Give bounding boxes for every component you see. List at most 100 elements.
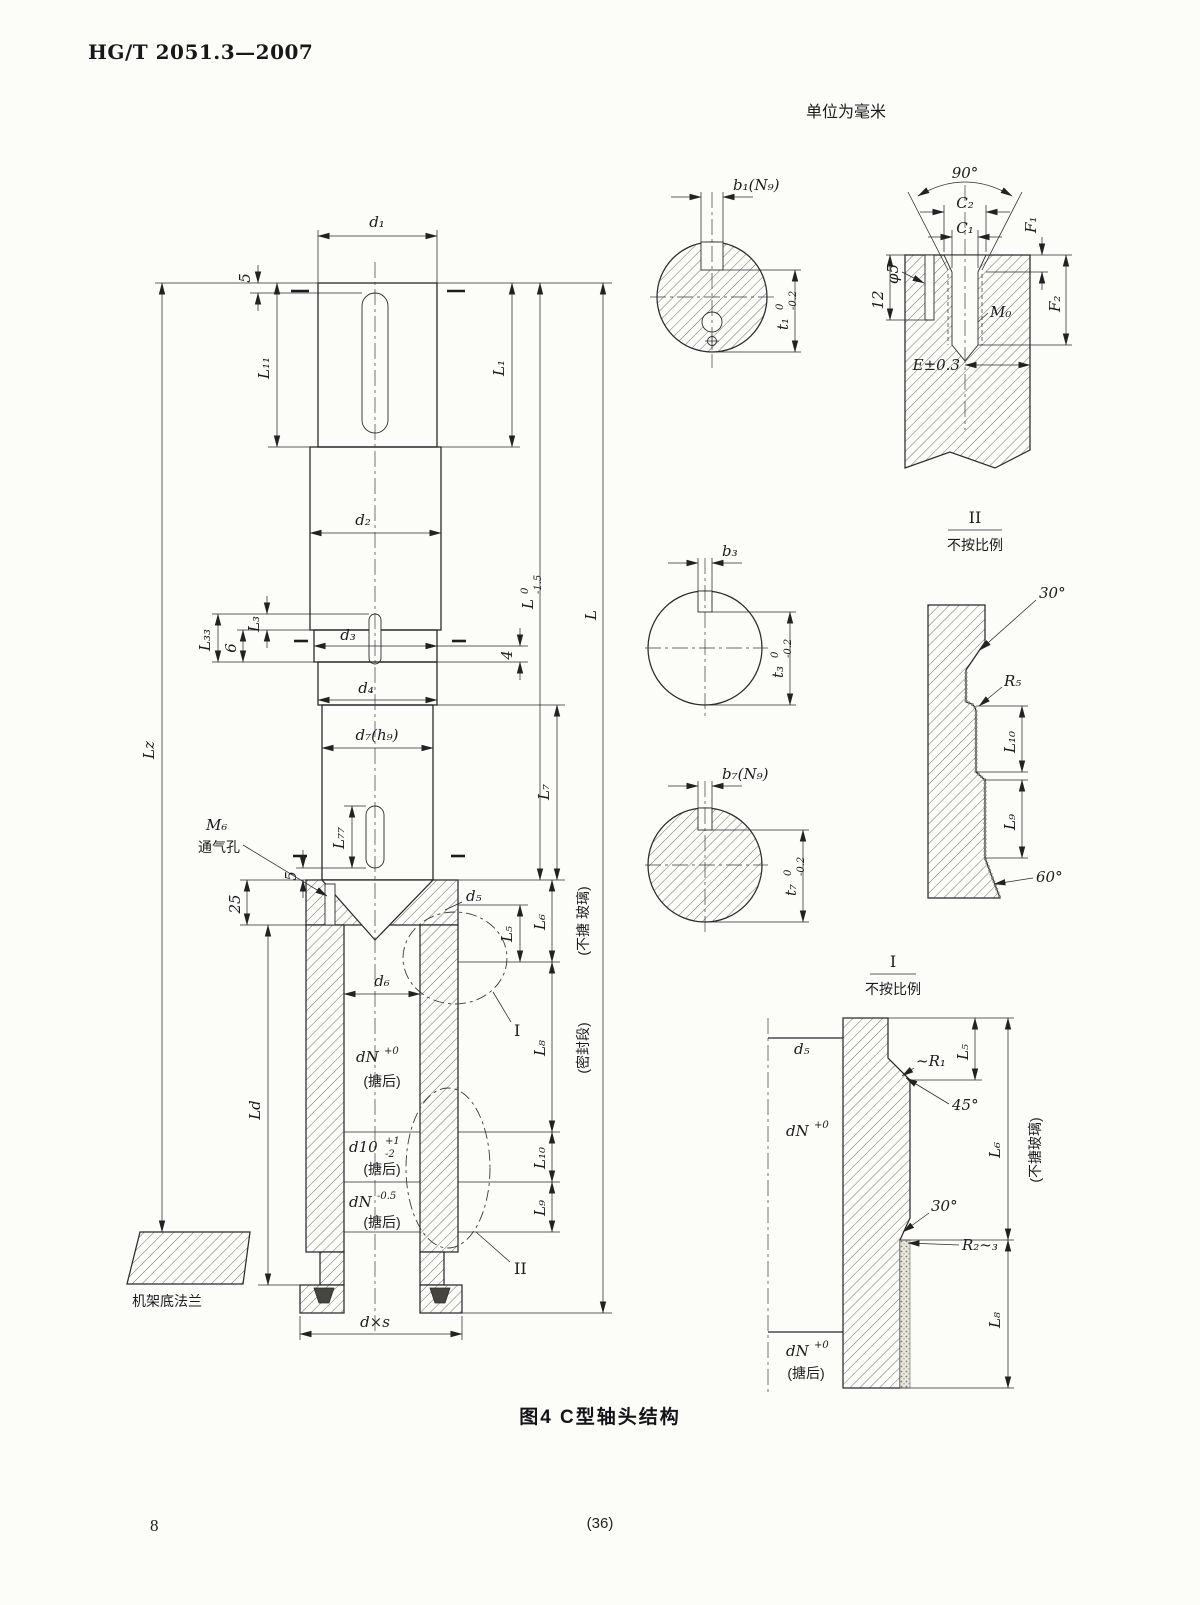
dim-L33: L₃₃ <box>196 613 222 663</box>
dim-dxs: d×s <box>299 1313 463 1338</box>
cross-section-2: b₃ t₃ 0 -0.2 <box>645 542 796 718</box>
detail-I-R1-label: ~R₁ <box>916 1052 946 1070</box>
dim-d3: d₃ <box>313 626 438 650</box>
dim-t1-sup: 0 <box>775 303 786 310</box>
detail-II-L10: L₁₀ <box>976 705 1028 773</box>
dim-L11: L₁₁ <box>255 282 281 448</box>
detail-I-note: 不按比例 <box>865 981 921 997</box>
dim-d1: d₁ <box>317 213 438 240</box>
dim-L5: L₅ <box>498 904 524 963</box>
detail-I-R23-label: R₂~₃ <box>961 1236 998 1254</box>
dim-L7-label: L₇ <box>535 784 553 801</box>
d10-sup: +1 <box>385 1136 400 1147</box>
bore-labels: dN +0 (搪后) d10 +1 -2 (搪后) dN -0.5 (搪后) <box>349 1046 401 1230</box>
dim-b3: b₃ <box>668 542 742 567</box>
dim-F1: F₁ <box>986 217 1072 290</box>
detail-II-L10-label: L₁₀ <box>1001 731 1019 754</box>
dim-L1-label: L₁ <box>490 360 508 377</box>
dim-d6: d₆ <box>343 972 421 998</box>
unit-note: 单位为毫米 <box>806 104 887 121</box>
clamp-groove-right <box>429 1287 451 1304</box>
dim-C2-label: C₂ <box>956 194 974 212</box>
dim-L0: L 0 -1.5 <box>519 282 544 881</box>
note-seal: (密封段) <box>575 1022 591 1073</box>
dim-L5-label: L₅ <box>498 926 516 943</box>
dim-b7: b₇(N₉) <box>668 765 769 790</box>
detail-II-R5-label: R₅ <box>1003 672 1021 690</box>
detail-I-L6-label: L₆ <box>986 1142 1004 1159</box>
dim-L6-label: L₆ <box>531 914 549 931</box>
dN-label: dN <box>356 1048 380 1066</box>
shaft-outline <box>291 282 466 881</box>
tanghou-3: (搪后) <box>363 1214 400 1230</box>
frame-flange-block <box>126 1231 251 1285</box>
vent-hole <box>324 883 336 926</box>
dim-90deg: 90° <box>917 164 1013 197</box>
cross-section-1: b₁(N₉) t₁ 0 -0.2 <box>650 176 801 368</box>
detail-I-L5-label: L₅ <box>954 1044 972 1061</box>
dim-L77-label: L₇₇ <box>330 827 348 850</box>
dim-L1: L₁ <box>490 282 516 448</box>
dim-d7: d₇(h₉) <box>321 726 434 752</box>
dim-Ld: Ld <box>246 924 272 1286</box>
detail-I-view: I 不按比例 d₅ ~R₁ 45° dN +0 30° <box>767 952 1043 1394</box>
dim-5-top-label: 5 <box>236 273 254 283</box>
dim-b1: b₁(N₉) <box>671 176 780 201</box>
detail-II-note: 不按比例 <box>947 537 1003 553</box>
dim-5-mid: 5 <box>282 850 307 898</box>
detail-circle-I <box>402 911 508 1005</box>
dim-t3-base: t₃ <box>769 666 787 678</box>
dim-C1-label: C₁ <box>956 219 974 237</box>
dim-6: 6 <box>222 629 247 663</box>
dim-Lz: Lz <box>140 282 166 1233</box>
dim-t3-sup: 0 <box>770 651 781 658</box>
dim-t3: t₃ 0 -0.2 <box>705 611 796 706</box>
detail-I-dN-sup: +0 <box>814 1120 829 1131</box>
shaft-section-d2 <box>309 446 442 631</box>
dim-Lz-label: Lz <box>140 741 158 760</box>
dim-F2: F₂ <box>978 254 1072 346</box>
dim-F2-label: F₂ <box>1046 296 1064 313</box>
tube-wall-right <box>419 924 459 1253</box>
dim-t1: t₁ 0 -0.2 <box>712 269 801 353</box>
dim-d4-label: d₄ <box>358 679 374 697</box>
dim-t1-sub: -0.2 <box>788 291 799 310</box>
frame-flange-label: 机架底法兰 <box>132 1293 202 1309</box>
dim-L0-sub: -1.5 <box>533 575 544 594</box>
dim-C1: C₁ <box>928 219 1002 268</box>
dim-L9-label: L₉ <box>531 1200 549 1217</box>
dim-L10-label: L₁₀ <box>531 1147 549 1170</box>
detail-circle-II <box>405 1087 491 1249</box>
detail-I-dN-label: dN <box>786 1122 810 1140</box>
dim-4-label: 4 <box>498 650 516 661</box>
cross-section-3: b₇(N₉) t₇ 0 -0.2 <box>645 765 809 935</box>
detail-II-mark: II <box>969 508 982 527</box>
detail-I-45-label: 45° <box>951 1096 979 1114</box>
dim-d2: d₂ <box>309 511 442 537</box>
detail-I-45deg: 45° <box>905 1077 979 1114</box>
standard-number: HG/T 2051.3—2007 <box>88 40 314 64</box>
dim-b1-label: b₁(N₉) <box>733 176 780 194</box>
frame-flange: 机架底法兰 <box>126 1231 251 1309</box>
note-unlined: (不搪 玻璃) <box>575 886 591 955</box>
d10-label: d10 <box>349 1138 378 1156</box>
detail-I-wall <box>842 1017 911 1389</box>
neck-wall-left <box>319 1251 345 1286</box>
dim-t1-base: t₁ <box>774 318 792 330</box>
dim-C2: C₂ <box>920 194 1010 252</box>
dim-4: 4 <box>498 628 524 680</box>
hollow-shaft-section <box>299 879 463 1314</box>
detail-I-dN-bottom: dN +0 (搪后) <box>786 1340 829 1381</box>
detail-II-glass-lining <box>964 672 1002 899</box>
page-number: 8 <box>150 1516 159 1535</box>
dim-L-label: L <box>582 610 600 621</box>
detail-I-dN-top: dN +0 <box>786 1120 829 1140</box>
detail-I-glass-band <box>899 1239 911 1389</box>
detail-I-L5: L₅ <box>888 1017 1014 1081</box>
dim-L0-base: L <box>519 599 537 610</box>
dim-E-label: E±0.3 <box>912 356 960 374</box>
neck-wall-right <box>419 1251 445 1286</box>
tanghou-2: (搪后) <box>363 1161 400 1177</box>
clamp-groove-left <box>313 1287 335 1304</box>
